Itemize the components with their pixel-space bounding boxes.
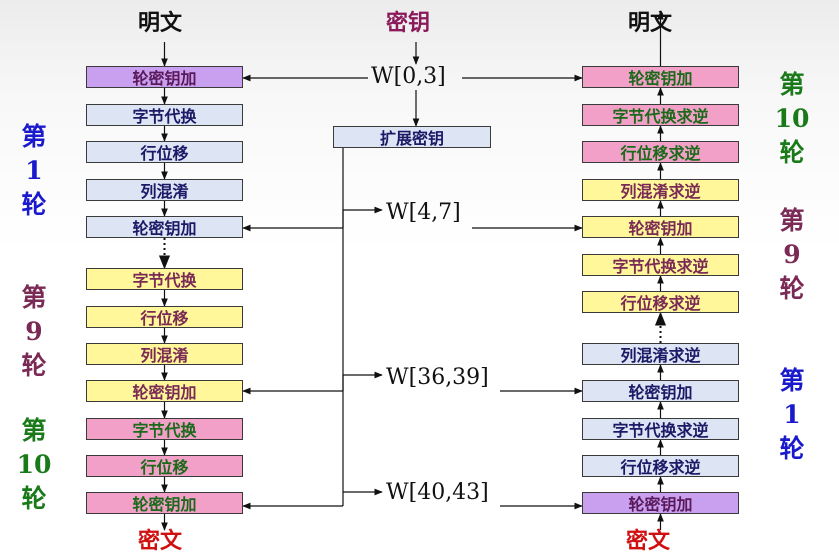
decrypt-step-8: 轮密钥加 — [582, 380, 739, 402]
round-key-label-0: W[0,3] — [371, 64, 446, 89]
decrypt-step-label: 字节代换求逆 — [612, 421, 709, 440]
decrypt-step-label: 列混淆求逆 — [620, 346, 701, 365]
decrypt-step-2: 行位移求逆 — [582, 141, 739, 163]
encrypt-step-label: 列混淆 — [140, 182, 189, 201]
encrypt-step-label: 行位移 — [140, 144, 189, 163]
encrypt-step-label: 轮密钥加 — [132, 383, 197, 402]
encrypt-step-4: 轮密钥加 — [86, 216, 243, 238]
decrypt-step-5: 字节代换求逆 — [582, 254, 739, 276]
decrypt-step-10: 行位移求逆 — [582, 455, 739, 477]
encrypt-step-label: 轮密钥加 — [132, 219, 197, 238]
encrypt-step-label: 行位移 — [140, 309, 189, 328]
left-ciphertext-label: 密文 — [138, 528, 183, 554]
decrypt-step-7: 列混淆求逆 — [582, 343, 739, 365]
decrypt-step-6: 行位移求逆 — [582, 291, 739, 313]
encrypt-step-5: 字节代换 — [86, 268, 243, 290]
key-heading: 密钥 — [386, 10, 431, 36]
decrypt-step-label: 轮密钥加 — [628, 219, 693, 238]
encrypt-step-label: 轮密钥加 — [132, 69, 197, 88]
decrypt-step-0: 轮密钥加 — [582, 66, 739, 88]
round-key-label-3: W[40,43] — [386, 480, 489, 505]
encrypt-step-6: 行位移 — [86, 306, 243, 328]
decrypt-step-label: 列混淆求逆 — [620, 182, 701, 201]
encrypt-step-9: 字节代换 — [86, 418, 243, 440]
right-ciphertext-label: 密文 — [626, 528, 671, 554]
decrypt-step-label: 行位移求逆 — [620, 458, 701, 477]
encrypt-step-1: 字节代换 — [86, 104, 243, 126]
left-plaintext-heading: 明文 — [138, 10, 183, 36]
decrypt-step-label: 行位移求逆 — [620, 144, 701, 163]
decrypt-step-label: 行位移求逆 — [620, 294, 701, 313]
encrypt-step-2: 行位移 — [86, 141, 243, 163]
decrypt-step-3: 列混淆求逆 — [582, 179, 739, 201]
key-expansion-box: 扩展密钥 — [333, 126, 491, 148]
encrypt-step-label: 轮密钥加 — [132, 495, 197, 514]
decrypt-step-1: 字节代换求逆 — [582, 104, 739, 126]
encrypt-step-label: 字节代换 — [132, 421, 197, 440]
right-plaintext-heading: 明文 — [628, 10, 673, 36]
encrypt-step-7: 列混淆 — [86, 343, 243, 365]
decrypt-step-label: 轮密钥加 — [628, 69, 693, 88]
round-key-label-2: W[36,39] — [386, 365, 489, 390]
encrypt-step-10: 行位移 — [86, 455, 243, 477]
encrypt-step-label: 字节代换 — [132, 271, 197, 290]
key-expansion-label: 扩展密钥 — [379, 129, 444, 148]
encrypt-step-label: 行位移 — [140, 458, 189, 477]
decrypt-step-label: 字节代换求逆 — [612, 107, 709, 126]
encrypt-step-0: 轮密钥加 — [86, 66, 243, 88]
encrypt-step-label: 列混淆 — [140, 346, 189, 365]
encrypt-step-8: 轮密钥加 — [86, 380, 243, 402]
encrypt-step-11: 轮密钥加 — [86, 492, 243, 514]
decrypt-step-4: 轮密钥加 — [582, 216, 739, 238]
decrypt-step-label: 轮密钥加 — [628, 495, 693, 514]
encrypt-step-3: 列混淆 — [86, 179, 243, 201]
decrypt-step-label: 字节代换求逆 — [612, 257, 709, 276]
decrypt-step-11: 轮密钥加 — [582, 492, 739, 514]
decrypt-step-9: 字节代换求逆 — [582, 418, 739, 440]
encrypt-step-label: 字节代换 — [132, 107, 197, 126]
round-key-label-1: W[4,7] — [386, 200, 461, 225]
decrypt-step-label: 轮密钥加 — [628, 383, 693, 402]
